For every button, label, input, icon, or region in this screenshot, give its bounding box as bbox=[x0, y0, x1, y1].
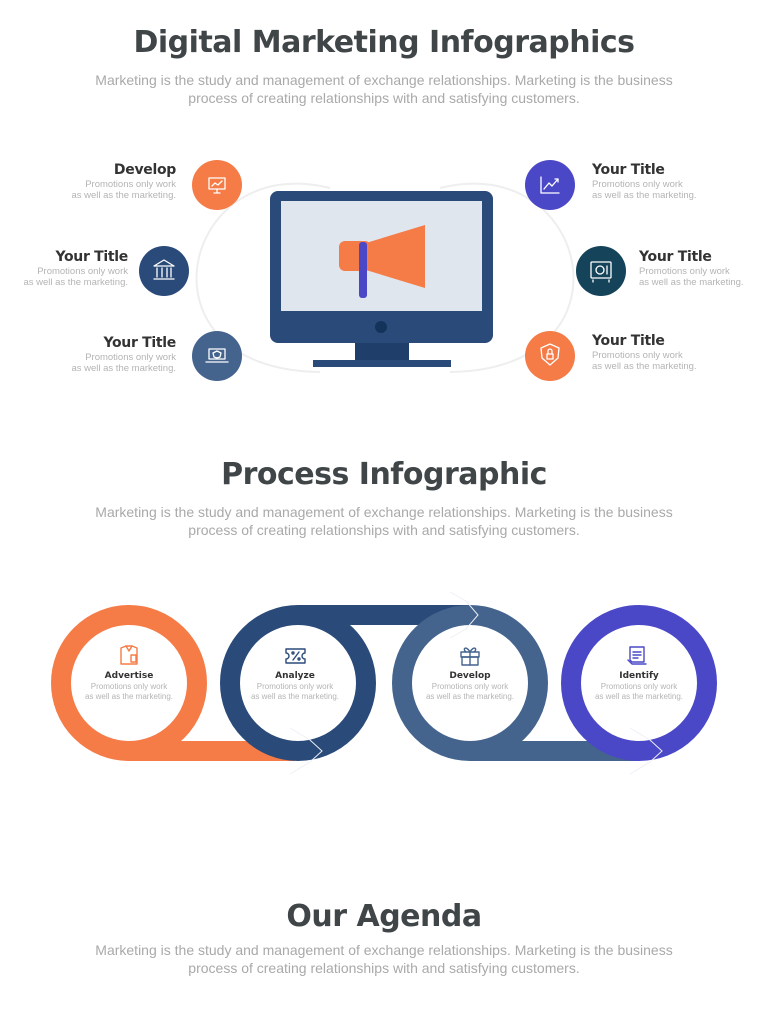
step-desc-line1: Promotions only work bbox=[90, 682, 168, 691]
step-title: Develop bbox=[449, 671, 491, 681]
feature-title: Your Title bbox=[103, 335, 176, 351]
feature-desc-line2: as well as the marketing. bbox=[592, 190, 697, 201]
section1-title: Digital Marketing Infographics bbox=[133, 25, 636, 60]
feature-circle-bank bbox=[139, 246, 189, 296]
process-step-advertise: Advertise Promotions only work as well a… bbox=[67, 670, 191, 702]
feature-desc-line1: Promotions only work bbox=[85, 179, 176, 190]
step-desc-line2: as well as the marketing. bbox=[250, 692, 340, 701]
feature-desc-line1: Promotions only work bbox=[592, 350, 683, 361]
step-title: Advertise bbox=[104, 671, 154, 681]
right-connector-arc bbox=[439, 182, 575, 373]
section3-description: Marketing is the study and management of… bbox=[95, 942, 673, 976]
feature-circle-safe bbox=[576, 246, 626, 296]
process-step-identify: Identify Promotions only work as well as… bbox=[577, 670, 701, 702]
monitor-illustration bbox=[270, 191, 493, 367]
megaphone-icon bbox=[339, 225, 425, 298]
feature-desc-line1: Promotions only work bbox=[85, 352, 176, 363]
shield-lock-icon bbox=[540, 343, 560, 366]
step-title: Identify bbox=[619, 671, 659, 681]
section1-description: Marketing is the study and management of… bbox=[95, 72, 673, 106]
feature-laptop: Your Title Promotions only work as well … bbox=[0, 335, 176, 374]
feature-circle-laptop bbox=[192, 331, 242, 381]
feature-safe: Your Title Promotions only work as well … bbox=[639, 249, 764, 288]
feature-title: Your Title bbox=[592, 333, 665, 349]
feature-desc-line2: as well as the marketing. bbox=[639, 277, 744, 288]
step-desc-line2: as well as the marketing. bbox=[594, 692, 684, 701]
feature-desc-line2: as well as the marketing. bbox=[71, 190, 176, 201]
process-step-analyze: Analyze Promotions only work as well as … bbox=[233, 670, 357, 702]
step-desc-line1: Promotions only work bbox=[600, 682, 678, 691]
section3-title: Our Agenda bbox=[286, 899, 482, 934]
bank-icon bbox=[153, 259, 175, 280]
feature-chart: Your Title Promotions only work as well … bbox=[592, 162, 768, 201]
process-track bbox=[51, 605, 717, 761]
chart-growth-icon bbox=[540, 176, 560, 194]
process-step-develop: Develop Promotions only work as well as … bbox=[408, 670, 532, 702]
step-desc-line1: Promotions only work bbox=[431, 682, 509, 691]
feature-desc-line1: Promotions only work bbox=[639, 266, 730, 277]
document-icon bbox=[627, 646, 647, 665]
feature-desc-line1: Promotions only work bbox=[37, 266, 128, 277]
feature-title: Your Title bbox=[639, 249, 712, 265]
laptop-shield-icon bbox=[205, 348, 229, 363]
process-ring-identify bbox=[561, 605, 717, 761]
discount-ticket-icon bbox=[285, 648, 306, 664]
step-title: Analyze bbox=[275, 671, 315, 681]
feature-desc-line1: Promotions only work bbox=[592, 179, 683, 190]
step-desc-line2: as well as the marketing. bbox=[425, 692, 515, 701]
step-desc-line2: as well as the marketing. bbox=[84, 692, 174, 701]
arrow-tip-2 bbox=[449, 591, 479, 639]
feature-title: Develop bbox=[113, 162, 176, 178]
feature-bank: Your Title Promotions only work as well … bbox=[0, 249, 128, 288]
arrow-tip-1 bbox=[289, 727, 323, 775]
shirt-tag-icon bbox=[120, 645, 138, 665]
gift-icon bbox=[460, 647, 480, 666]
left-connector-arc bbox=[195, 182, 331, 373]
feature-desc-line2: as well as the marketing. bbox=[592, 361, 697, 372]
feature-circle-shield bbox=[525, 331, 575, 381]
feature-desc-line2: as well as the marketing. bbox=[23, 277, 128, 288]
feature-title: Your Title bbox=[55, 249, 128, 265]
section2-title: Process Infographic bbox=[221, 457, 547, 492]
feature-desc-line2: as well as the marketing. bbox=[71, 363, 176, 374]
arrow-tip-3 bbox=[629, 727, 663, 775]
monitor-icon bbox=[208, 177, 226, 194]
feature-circle-chart bbox=[525, 160, 575, 210]
section2-description: Marketing is the study and management of… bbox=[95, 504, 673, 538]
feature-shield: Your Title Promotions only work as well … bbox=[592, 333, 762, 372]
step-desc-line1: Promotions only work bbox=[256, 682, 334, 691]
feature-develop: Develop Promotions only work as well as … bbox=[0, 162, 176, 201]
safe-icon bbox=[590, 261, 612, 283]
feature-title: Your Title bbox=[592, 162, 665, 178]
